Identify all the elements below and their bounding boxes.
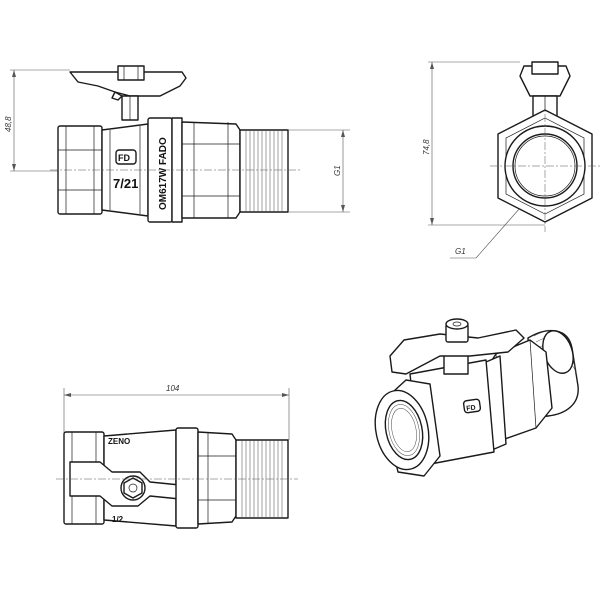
handle-lever — [69, 71, 187, 97]
dim-thread-side: G1 — [455, 247, 466, 256]
front-view: 48,8 FD 7/21 OM617W FADO — [4, 65, 350, 223]
dim-length: 104 — [166, 384, 180, 393]
iso-logo: FD — [462, 398, 482, 414]
iso-handle — [389, 329, 525, 375]
iso-size-marking: 1/2 — [112, 515, 124, 524]
handle-nut — [117, 65, 145, 81]
dim-height-handle: 48,8 — [4, 116, 13, 132]
iso-bore-inner — [384, 399, 424, 461]
isometric-view: FD — [374, 318, 579, 477]
svg-text:FD: FD — [118, 153, 130, 163]
dim-thread-front: G1 — [333, 165, 342, 176]
size-marking: 7/21 — [113, 176, 138, 191]
logo-badge: FD — [115, 149, 137, 165]
svg-text:FD: FD — [466, 405, 476, 413]
top-view: 104 ZENO 1/2 — [56, 384, 298, 529]
side-view: 74,8 G1 — [422, 61, 600, 259]
iso-body-marking: ZENO — [108, 437, 130, 446]
male-thread — [239, 129, 289, 213]
dim-height-side: 74,8 — [422, 139, 431, 155]
model-marking: OM617W FADO — [158, 137, 169, 210]
